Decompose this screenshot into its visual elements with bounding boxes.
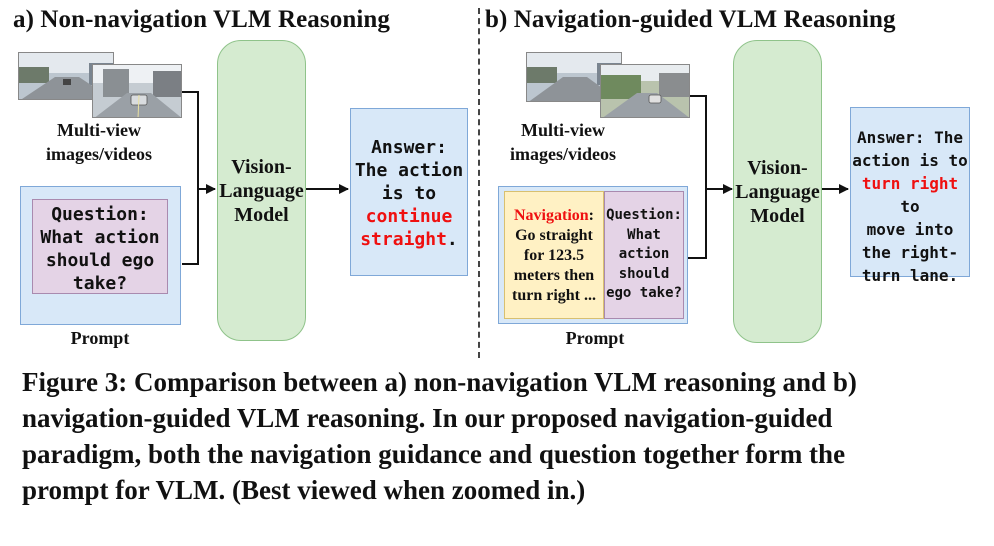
panel-b-images-label: Multi-view images/videos [478, 118, 648, 166]
answer-line: Answer: The [857, 128, 963, 147]
caption-line: navigation-guided VLM reasoning. In our … [22, 403, 833, 433]
street-scene-icon [601, 65, 689, 117]
images-label-line: Multi-view [521, 120, 605, 140]
panel-b-vlm-box: Vision- Language Model [733, 40, 822, 343]
panel-a-images-label: Multi-view images/videos [14, 118, 184, 166]
question-line: should [618, 265, 670, 282]
panel-divider [478, 8, 480, 358]
vlm-label-line: Vision- [231, 155, 292, 178]
navigation-line: for 123.5 [523, 247, 585, 264]
answer-highlight: continue [365, 206, 453, 227]
answer-line: Answer: [371, 137, 447, 158]
answer-line: is to [381, 183, 437, 204]
street-scene-image [600, 64, 690, 118]
question-line: ego take? [606, 285, 682, 301]
panel-b-question-box: Question: What action should ego take? [604, 191, 684, 319]
panel-b-prompt-label: Prompt [565, 328, 625, 348]
navigation-line: turn right ... [512, 287, 596, 304]
panel-b-navigation-box: Navigation: Go straight for 123.5 meters… [504, 191, 604, 319]
answer-line: The action [354, 160, 464, 181]
panel-a-vlm-box: Vision- Language Model [217, 40, 306, 341]
navigation-label: Navigation [514, 207, 589, 224]
answer-highlight: straight [360, 229, 447, 250]
panel-b-title: b) Navigation-guided VLM Reasoning [485, 6, 896, 33]
answer-tail: to [900, 197, 920, 216]
question-line: What [627, 226, 661, 243]
navigation-line: Go straight [515, 227, 593, 244]
panel-a-prompt-label: Prompt [70, 328, 130, 348]
answer-line: action is to [852, 151, 968, 170]
answer-highlight: turn right [861, 174, 959, 193]
caption-line: prompt for VLM. (Best viewed when zoomed… [22, 475, 586, 505]
figure-caption: Figure 3: Comparison between a) non-navi… [22, 364, 977, 508]
question-line: should ego [45, 250, 155, 271]
answer-tail: . [446, 229, 458, 250]
navigation-line: meters then [513, 267, 595, 284]
question-line: What action [40, 227, 160, 248]
question-line: action [618, 246, 670, 262]
vlm-label-line: Language [735, 180, 820, 203]
panel-b-answer-box: Answer: The action is to turn right to m… [850, 107, 970, 285]
vlm-label-line: Model [234, 203, 289, 226]
navigation-colon: : [588, 207, 594, 224]
caption-line: Figure 3: Comparison between a) non-navi… [22, 367, 857, 397]
vlm-label-line: Language [219, 179, 304, 202]
vlm-label-line: Model [750, 204, 805, 227]
panel-a-question-box: Question: What action should ego take? [32, 199, 168, 294]
images-label-line: images/videos [510, 144, 616, 164]
answer-line: turn lane. [861, 266, 959, 285]
street-scene-image [92, 64, 182, 118]
panel-a-answer-box: Answer: The action is to continue straig… [350, 108, 468, 276]
images-label-line: Multi-view [57, 120, 141, 140]
street-scene-icon [93, 65, 181, 117]
panel-a-bracket [182, 91, 199, 265]
question-line: Question: [606, 207, 682, 223]
question-line: take? [72, 273, 128, 294]
panel-b-bracket [688, 95, 707, 259]
answer-line: the right- [861, 243, 959, 262]
caption-line: paradigm, both the navigation guidance a… [22, 439, 846, 469]
vlm-label-line: Vision- [747, 156, 808, 179]
answer-line: move into [866, 220, 954, 239]
panel-a-title: a) Non-navigation VLM Reasoning [13, 6, 390, 33]
question-line: Question: [51, 204, 149, 225]
images-label-line: images/videos [46, 144, 152, 164]
